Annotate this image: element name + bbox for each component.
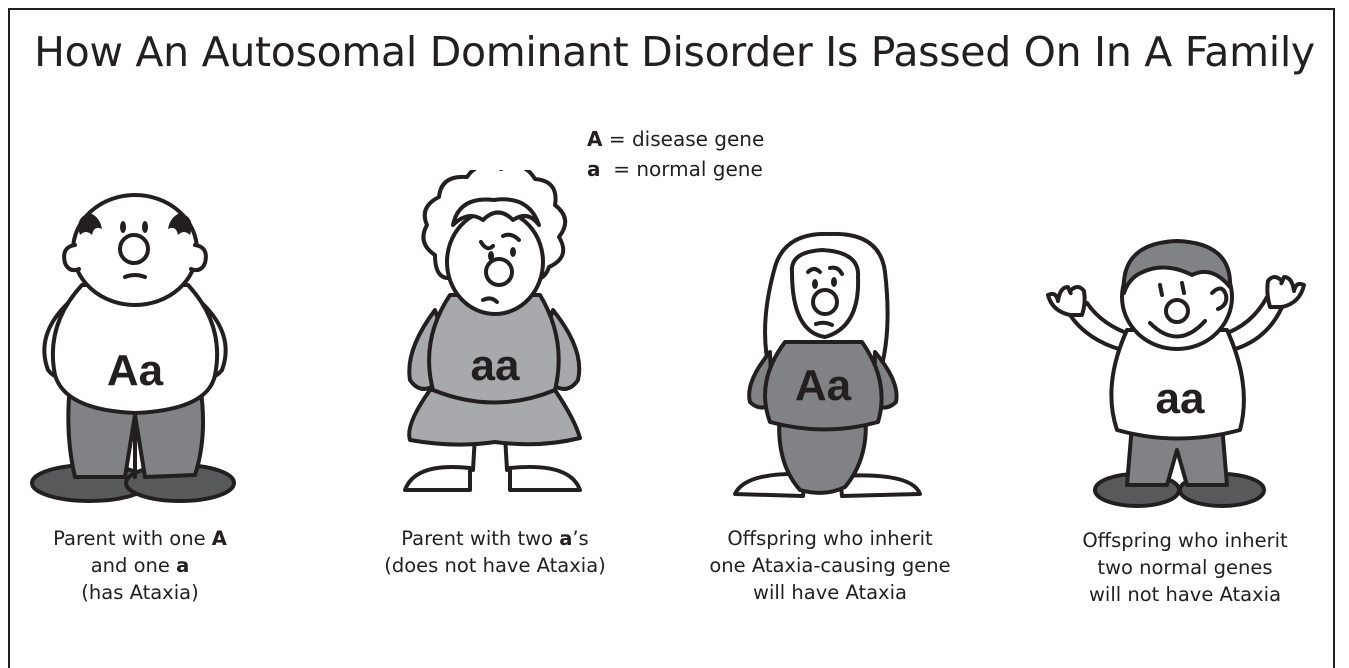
legend-separator: =	[602, 127, 631, 151]
caption-unaffected-offspring: Offspring who inherit two normal genes w…	[1055, 527, 1315, 608]
legend-item-disease-gene: A = disease gene	[587, 124, 764, 154]
nose	[813, 290, 837, 314]
caption-line: and one a	[30, 552, 250, 579]
caption-line: (has Ataxia)	[30, 579, 250, 606]
caption-text: and one	[91, 554, 176, 577]
shirt-genotype: Aa	[107, 346, 164, 395]
caption-line: one Ataxia-causing gene	[700, 552, 960, 579]
page-title: How An Autosomal Dominant Disorder Is Pa…	[0, 28, 1349, 76]
left-shoe	[405, 467, 470, 490]
affected-child-figure: Aa	[730, 232, 930, 507]
caption-line: will have Ataxia	[700, 579, 960, 606]
gene-legend: A = disease gene a = normal gene	[587, 124, 764, 184]
right-shoe	[510, 467, 580, 490]
legend-symbol: A	[587, 127, 602, 151]
legend-meaning: normal gene	[636, 157, 762, 181]
mother-figure: aa	[395, 170, 595, 505]
caption-bold: A	[212, 527, 227, 550]
caption-line: Parent with two a’s	[375, 525, 615, 552]
shirt-genotype: aa	[1156, 374, 1205, 423]
caption-line: will not have Ataxia	[1055, 581, 1315, 608]
legend-meaning: disease gene	[632, 127, 764, 151]
unaffected-child-figure: aa	[1042, 235, 1322, 510]
shirt-genotype: Aa	[795, 361, 852, 410]
caption-bold: a	[176, 554, 189, 577]
caption-bold: a	[559, 527, 572, 550]
caption-line: Offspring who inherit	[1055, 527, 1315, 554]
nose	[120, 235, 148, 263]
legend-separator: =	[601, 157, 637, 181]
nose	[486, 259, 512, 285]
caption-text: ’s	[572, 527, 588, 550]
nose	[1166, 300, 1188, 322]
caption-text: Parent with one	[53, 527, 212, 550]
father-figure: Aa	[30, 185, 250, 515]
caption-line: (does not have Ataxia)	[375, 552, 615, 579]
caption-father: Parent with one A and one a (has Ataxia)	[30, 525, 250, 606]
caption-affected-offspring: Offspring who inherit one Ataxia-causing…	[700, 525, 960, 606]
caption-text: Parent with two	[401, 527, 559, 550]
caption-line: Parent with one A	[30, 525, 250, 552]
caption-line: Offspring who inherit	[700, 525, 960, 552]
shirt-genotype: aa	[471, 341, 520, 390]
legend-item-normal-gene: a = normal gene	[587, 154, 764, 184]
caption-line: two normal genes	[1055, 554, 1315, 581]
caption-mother: Parent with two a’s (does not have Ataxi…	[375, 525, 615, 579]
